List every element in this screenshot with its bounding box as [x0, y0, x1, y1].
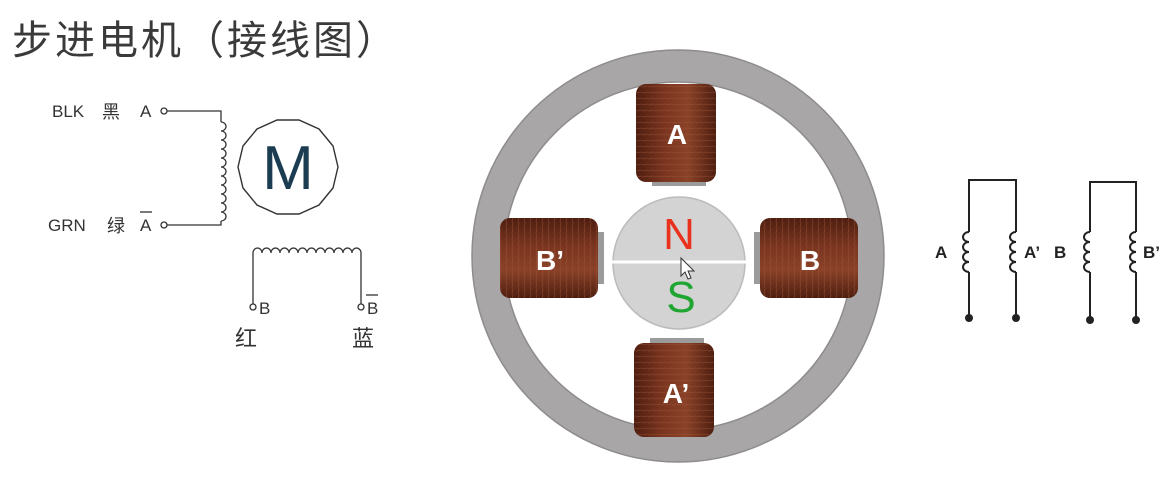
coil-top: A [636, 84, 716, 186]
mouse-cursor-icon [680, 256, 696, 280]
terminal-a-bar-color-en: GRN [48, 216, 86, 235]
terminal-a-color-cn: 黑 [102, 102, 120, 123]
schematic-label-a-prime: A’ [1024, 243, 1040, 262]
winding-b-coil [252, 247, 362, 254]
schematic-label-b: B [1054, 243, 1066, 262]
schematic-label-a: A [935, 243, 947, 262]
terminal-a-dot [160, 107, 168, 115]
terminal-a-bar-color-cn: 绿 [107, 216, 125, 237]
terminal-a-name: A [140, 102, 152, 121]
winding-schematic [962, 179, 1137, 320]
coil-left-label: B’ [536, 245, 564, 276]
schematic-coil-b-prime [1129, 231, 1137, 273]
motor-cross-section: A A’ B’ B N S [471, 49, 885, 463]
schematic-label-b-prime: B’ [1143, 243, 1160, 262]
terminal-b-bar-color-cn: 蓝 [352, 327, 374, 352]
terminal-b-bar-dot [357, 303, 365, 311]
rotor-north-pole: N [663, 210, 695, 259]
schematic-coil-a-prime [1009, 231, 1017, 273]
coil-right: B [754, 218, 858, 298]
terminal-b-name: B [259, 299, 270, 318]
coil-bottom-label: A’ [663, 378, 689, 409]
rotor-south-pole: S [666, 273, 695, 322]
winding-a-coil [220, 121, 227, 222]
page-title: 步进电机（接线图） [12, 18, 399, 64]
coil-left: B’ [500, 218, 604, 298]
motor-symbol-label: M [262, 134, 314, 203]
schematic-coil-a [962, 231, 970, 273]
terminal-a-color-en: BLK [52, 102, 85, 121]
schematic-coil-b [1083, 231, 1091, 273]
coil-bottom: A’ [634, 338, 714, 437]
stator-ring [472, 50, 884, 462]
motor-symbol-outline [237, 119, 339, 215]
terminal-b-bar-name: B [367, 299, 378, 318]
wiring-diagram: BLK 黑 A GRN 绿 A M B B 红 蓝 [48, 102, 378, 352]
terminal-b-color-cn: 红 [235, 327, 257, 352]
coil-right-label: B [800, 245, 820, 276]
terminal-a-bar-dot [160, 221, 168, 229]
terminal-b-dot [249, 303, 257, 311]
schematic-terminals [965, 314, 1140, 324]
coil-top-label: A [667, 119, 687, 150]
terminal-a-bar-name: A [140, 216, 152, 235]
